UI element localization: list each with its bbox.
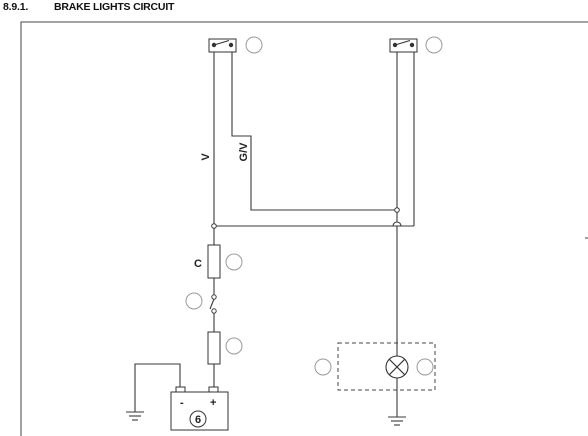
wire-label-v: V: [200, 153, 212, 161]
battery-number-circle: [189, 410, 207, 428]
callout-lamp-housing: [314, 358, 332, 376]
battery-positive-terminal: [208, 386, 219, 393]
ground-symbol-lamp: [388, 416, 406, 426]
callout-lamp: [416, 358, 434, 376]
wire-g-v: [231, 52, 396, 211]
battery-positive-symbol: +: [210, 397, 216, 409]
diagram-frame: [20, 21, 588, 436]
fuse-label-c: C: [194, 258, 202, 270]
section-number: 8.9.1.: [3, 1, 29, 13]
wire-label-g-v: G/V: [238, 142, 250, 162]
battery: [170, 386, 229, 431]
callout-fuse-c: [225, 253, 243, 271]
junction-left: [211, 223, 217, 229]
fuse-c: [207, 244, 221, 279]
wire-crossover: [392, 221, 402, 227]
lamp-housing: [337, 342, 436, 391]
callout-key-switch: [185, 292, 203, 310]
key-switch-lever: [209, 298, 215, 310]
callout-main-fuse: [225, 337, 243, 355]
section-title: BRAKE LIGHTS CIRCUIT: [54, 1, 175, 13]
header: 8.9.1. BRAKE LIGHTS CIRCUIT: [0, 0, 588, 14]
brake-lamp: [385, 355, 409, 379]
key-switch-contact-bottom: [211, 308, 217, 314]
battery-negative-terminal: [175, 386, 186, 393]
battery-number: 6: [195, 414, 201, 426]
callout-rear-brake-switch: [425, 36, 443, 54]
callout-front-brake-switch: [245, 36, 263, 54]
front-brake-switch: [208, 38, 237, 53]
rear-brake-switch: [389, 38, 418, 53]
junction-right: [394, 207, 400, 213]
key-switch-contact-top: [211, 294, 217, 300]
battery-negative-symbol: -: [180, 397, 184, 409]
wire-battery-ground: [134, 363, 181, 412]
main-fuse: [207, 331, 221, 365]
ground-symbol-battery: [126, 411, 144, 421]
